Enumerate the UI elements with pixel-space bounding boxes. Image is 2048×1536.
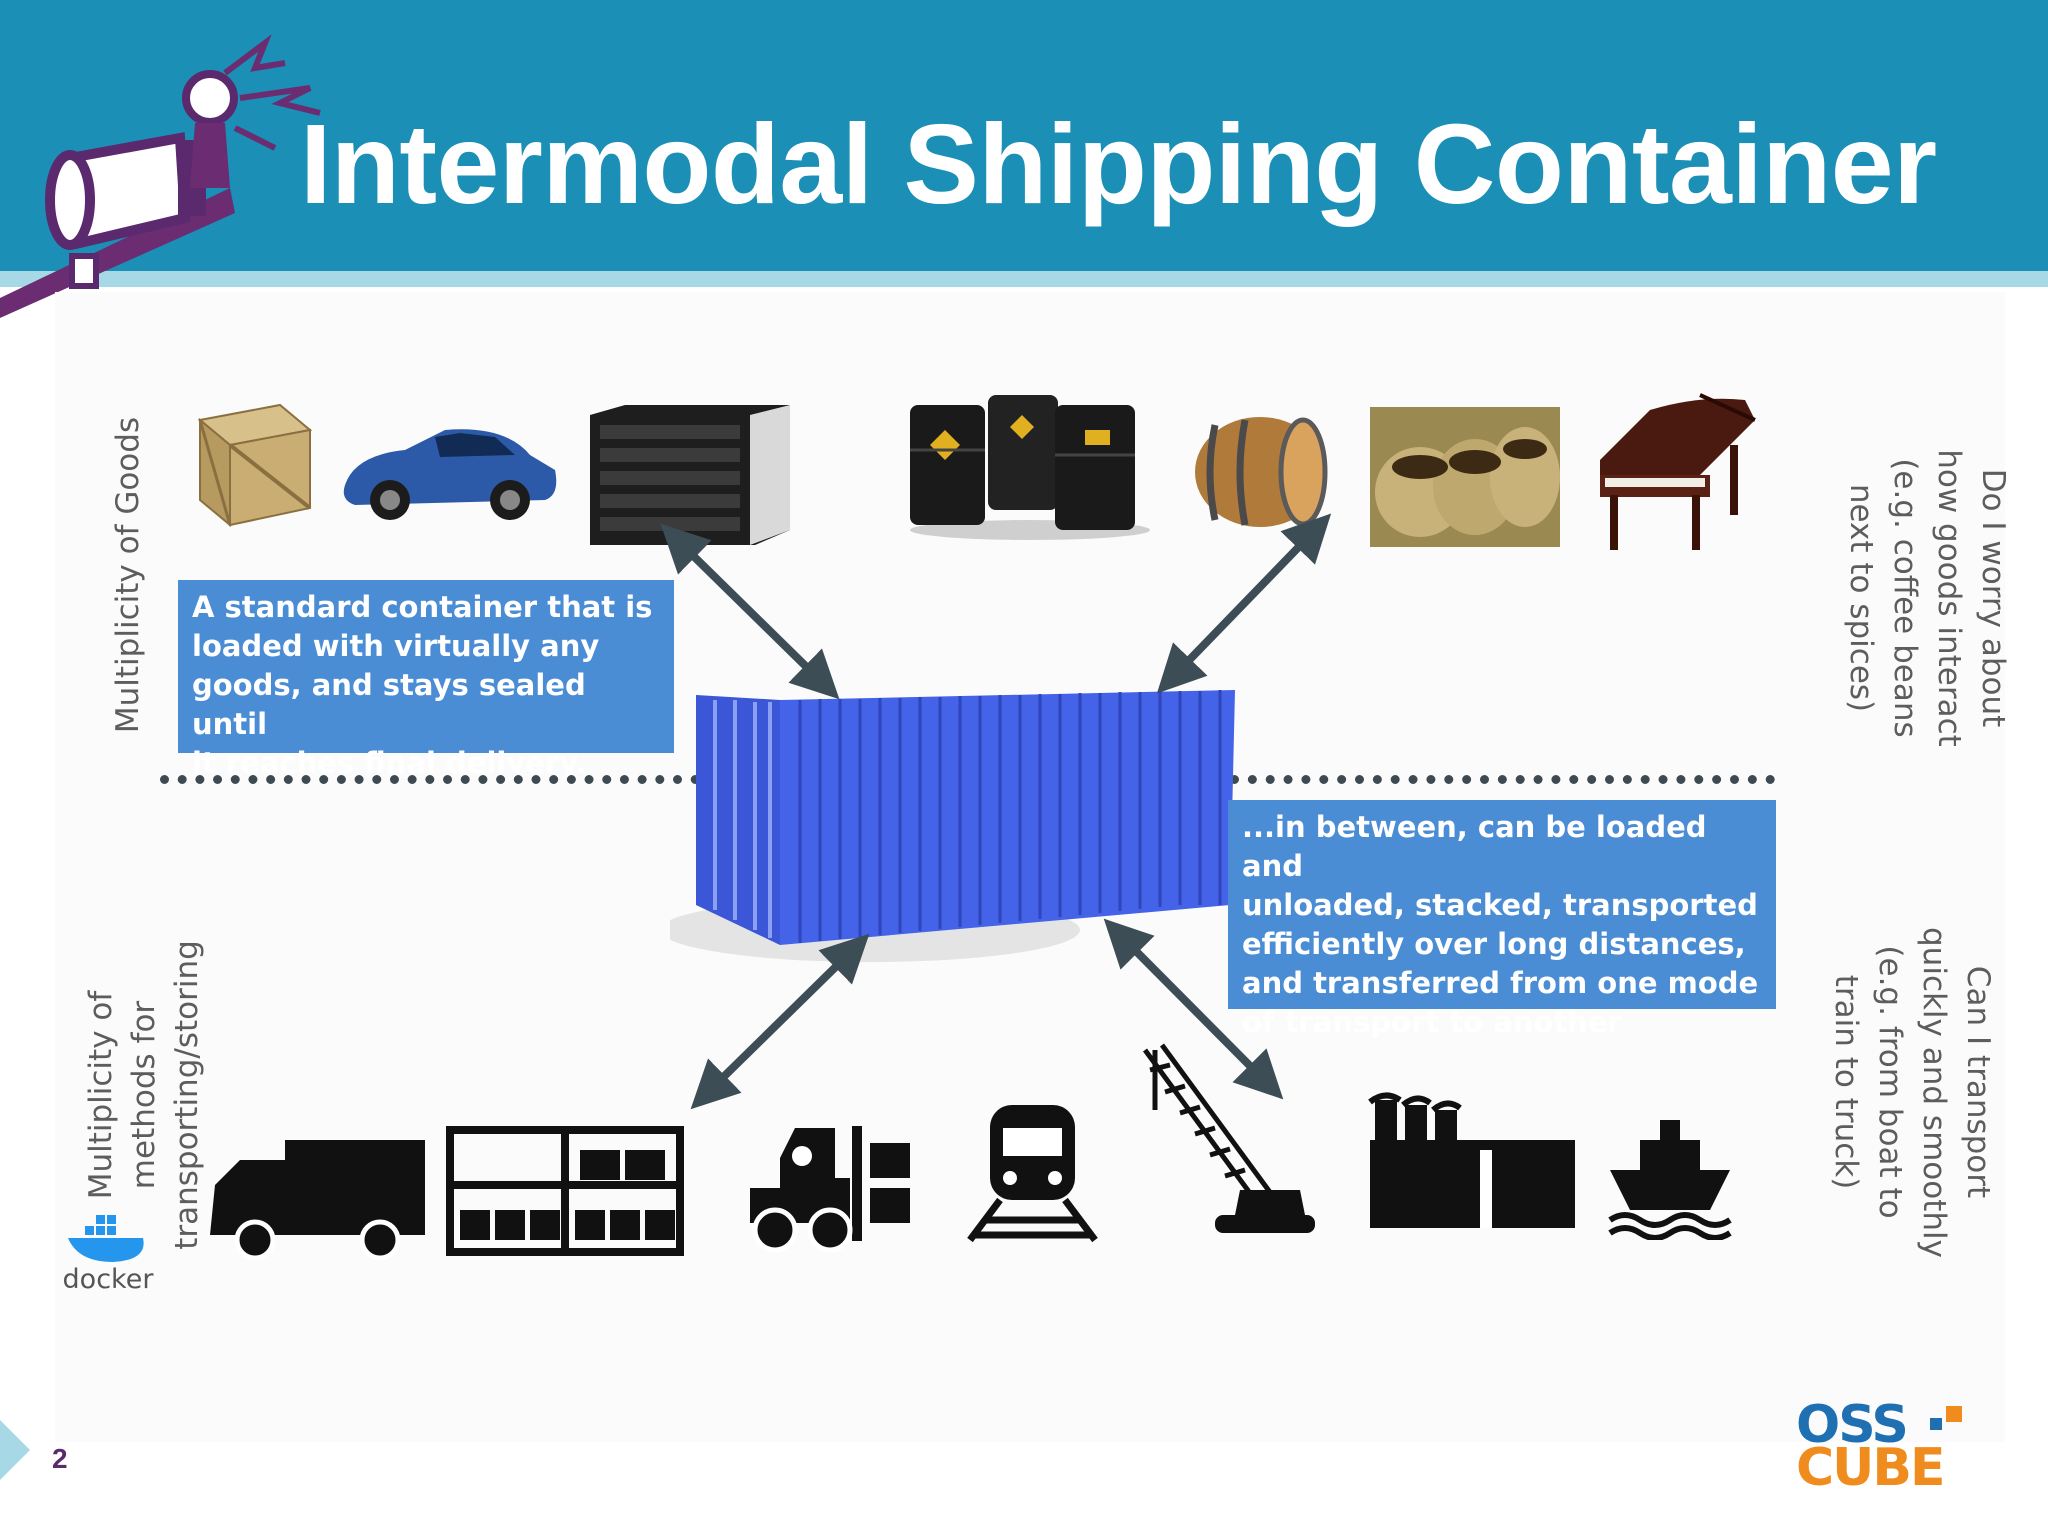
arrow-transport-left — [690, 933, 870, 1110]
crane-icon — [1142, 1043, 1315, 1233]
shipping-container-icon — [670, 690, 1235, 962]
corner-chevron-icon — [0, 1420, 30, 1480]
page-number: 2 — [52, 1443, 68, 1474]
coffee-sacks-icon — [1370, 407, 1560, 547]
oil-drums-icon — [910, 395, 1150, 540]
truck-icon — [210, 1140, 425, 1260]
factory-icon — [1368, 1092, 1575, 1228]
slide-title: Intermodal Shipping Container — [300, 101, 1937, 227]
server-rack-icon — [590, 405, 790, 545]
piano-icon — [1600, 393, 1756, 550]
divider-left — [160, 775, 700, 784]
info-box-in-between: ...in between, can be loaded and unloade… — [1228, 800, 1776, 1039]
arrow-goods-right — [1156, 513, 1332, 694]
docker-logo: docker — [58, 1210, 158, 1295]
arrow-transport-right — [1103, 918, 1284, 1100]
arrow-goods-left — [660, 523, 840, 700]
shelving-icon — [446, 1126, 684, 1256]
logo-line2: CUBE — [1796, 1437, 1946, 1498]
megaphone-mascot-icon — [0, 34, 321, 318]
header-bar — [0, 0, 2048, 271]
logo-squares-icon — [1930, 1406, 1962, 1430]
ship-icon — [1608, 1120, 1732, 1240]
divider-right — [1230, 775, 1775, 784]
sports-car-icon — [343, 429, 557, 520]
forklift-icon — [750, 1126, 910, 1253]
osscube-logo: OSS CUBE — [1796, 1395, 1946, 1498]
info-box-sealed-container: A standard container that is loaded with… — [178, 580, 674, 780]
docker-text: docker — [62, 1264, 154, 1295]
docker-whale-icon — [68, 1215, 144, 1262]
train-icon — [967, 1105, 1098, 1243]
crate-icon — [197, 403, 313, 528]
logo-line1: OSS — [1796, 1395, 1909, 1455]
header-strip — [0, 271, 2048, 287]
